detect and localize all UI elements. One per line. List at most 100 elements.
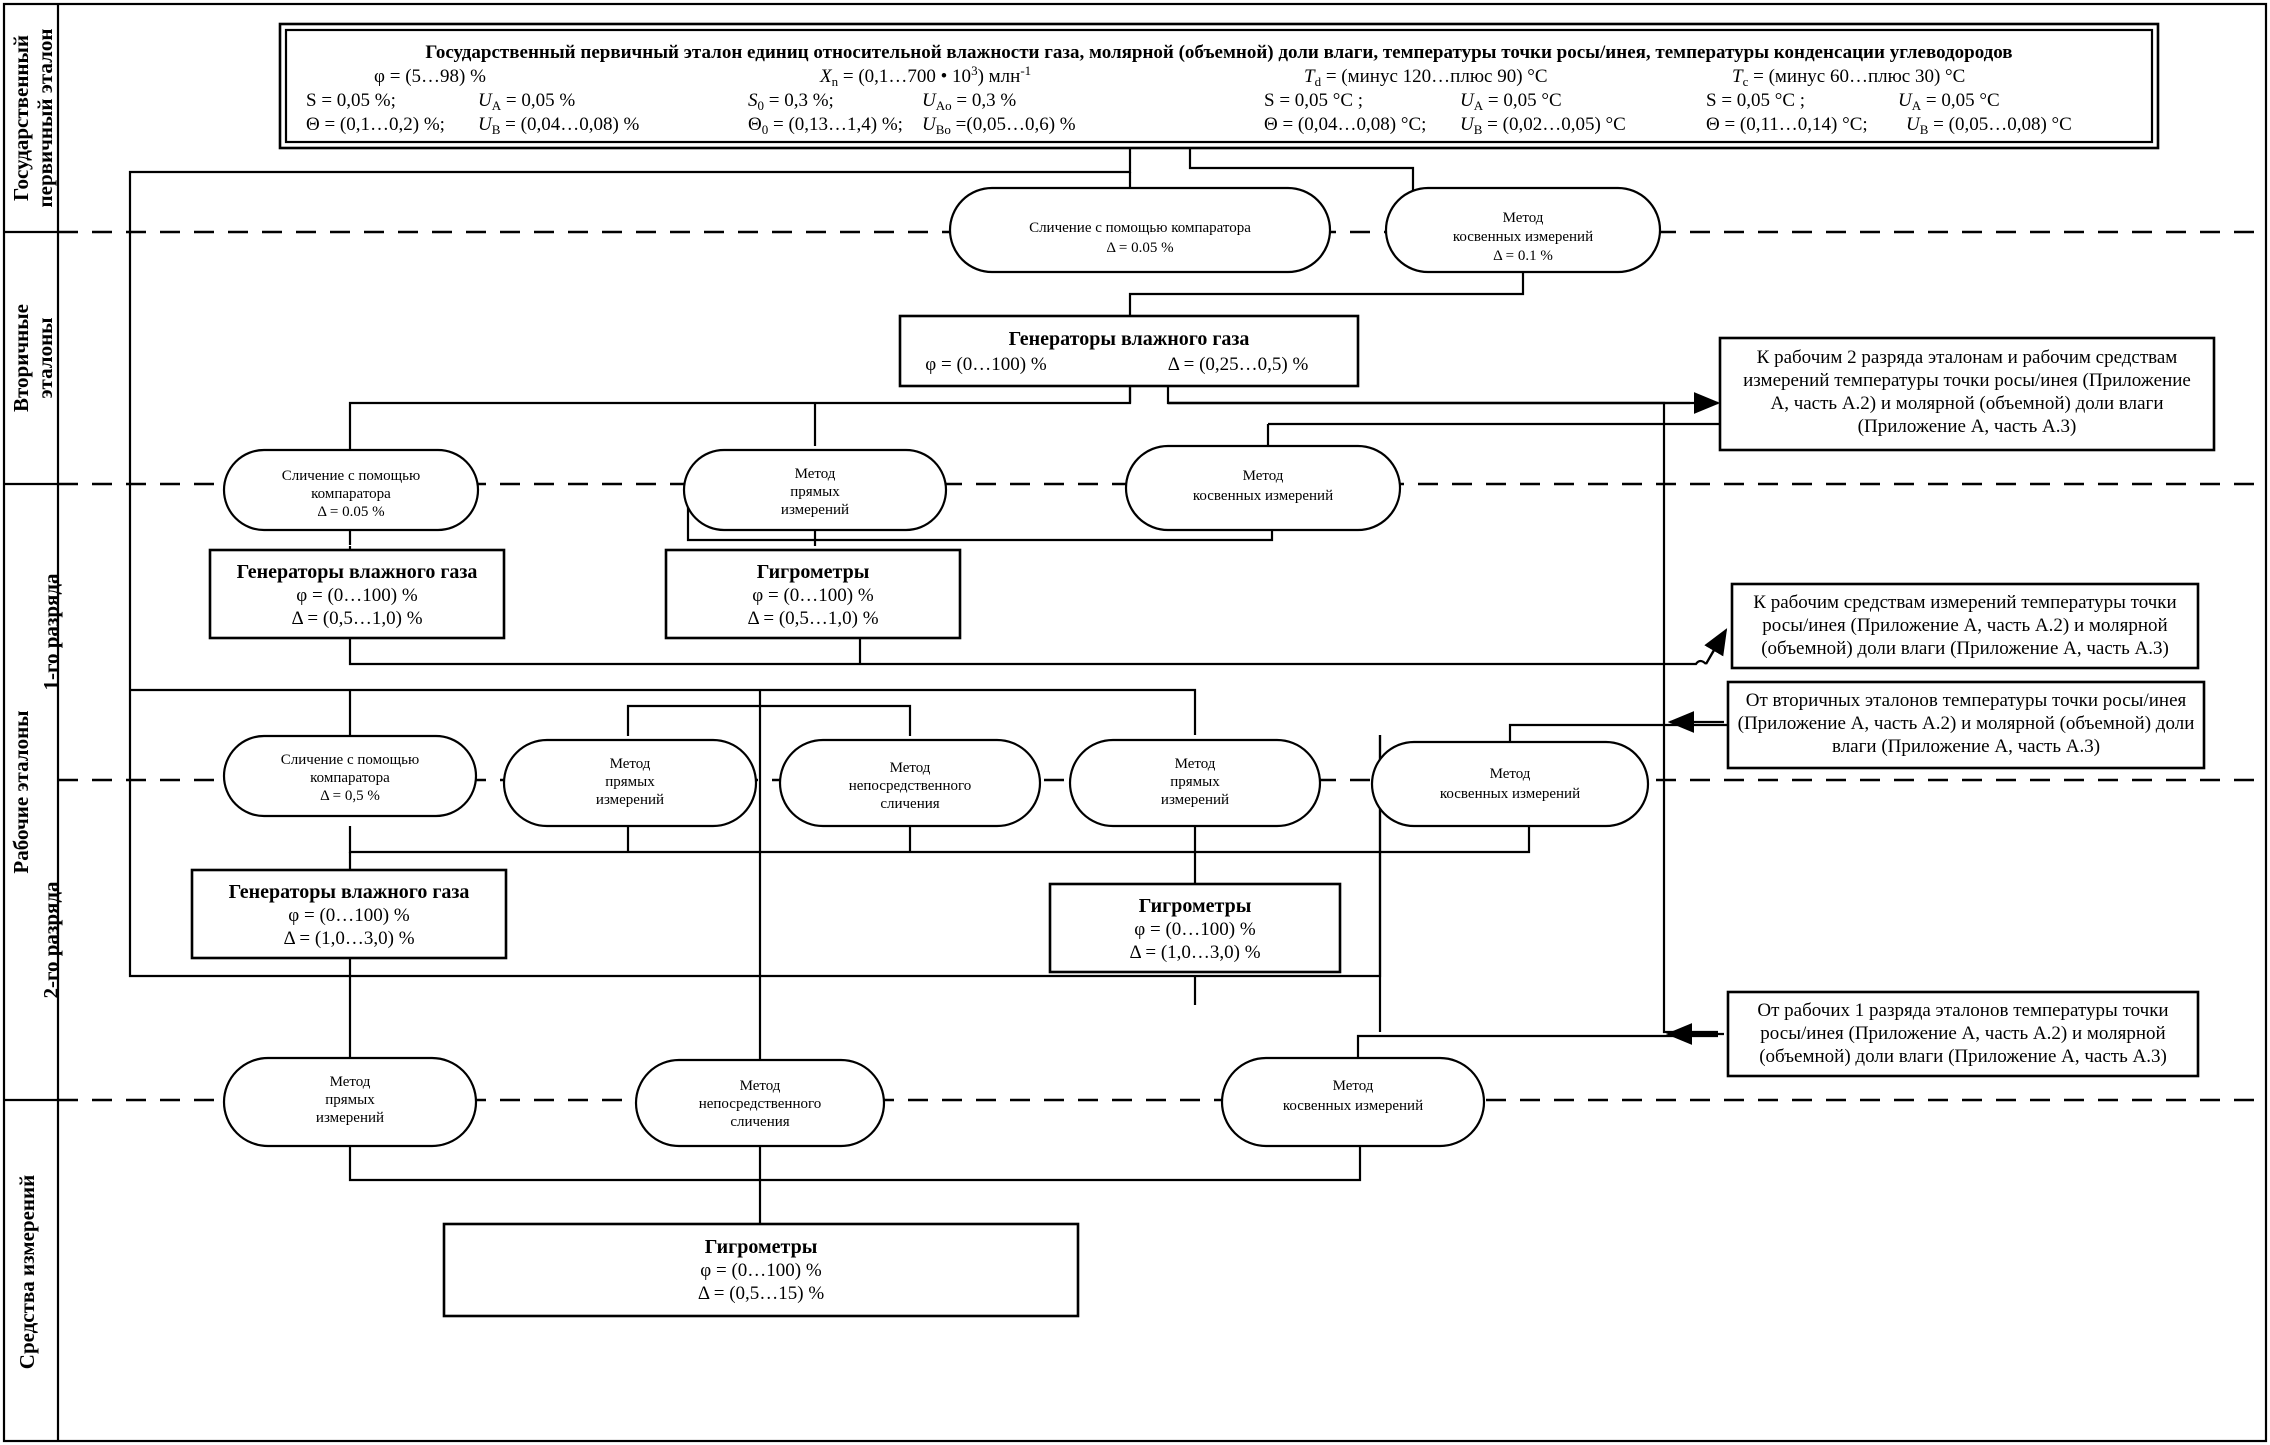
primary-ua-humidity: UA = 0,05 %: [478, 90, 575, 113]
primary-ua-molar: UAo = 0,3 %: [922, 90, 1016, 113]
secondary-indirect-oval: Метод косвенных измерений Δ = 0.1 %: [1384, 186, 1662, 274]
w2-direct1-label-1: Метод: [610, 756, 651, 772]
m-immediate-label-1: Метод: [740, 1078, 781, 1094]
band-label-secondary-2: эталоны: [33, 317, 57, 398]
note1-line2: измерений температуры точки росы/инея (П…: [1743, 370, 2191, 391]
band-label-primary-2: первичный эталон: [33, 29, 57, 208]
band-label-grade1: 1-го разряда: [39, 573, 63, 691]
primary-ua-condensation: UA = 0,05 °C: [1898, 90, 2000, 113]
final-hygrometers-title: Гигрометры: [705, 1236, 818, 1258]
m-indirect-label-1: Метод: [1333, 1078, 1374, 1094]
arrows: [1168, 392, 1728, 1045]
note1-line3: А, часть А.2) и молярной (объемной) доли…: [1770, 393, 2163, 414]
primary-theta-dewpoint: Θ = (0,04…0,08) °C;: [1264, 114, 1426, 135]
w1-generators-title: Генераторы влажного газа: [237, 561, 478, 583]
primary-theta-condensation: Θ = (0,11…0,14) °C;: [1706, 114, 1868, 135]
w2-immediate-label-1: Метод: [890, 760, 931, 776]
w1-generators-range: φ = (0…100) %: [296, 585, 418, 606]
note4-line2: росы/инея (Приложение А, часть А.2) и мо…: [1760, 1023, 2165, 1044]
primary-s-molar: S0 = 0,3 %;: [748, 90, 834, 113]
primary-range-molar: Xn = (0,1…700 • 103) млн-1: [819, 63, 1031, 89]
w2-comparator-label-1: Сличение с помощью: [281, 752, 419, 768]
w2-direct2-label-1: Метод: [1175, 756, 1216, 772]
primary-range-condensation: Tc = (минус 60…плюс 30) °C: [1732, 66, 1965, 89]
w1-direct-label-3: измерений: [781, 502, 849, 518]
w2-comparator-delta: Δ = 0,5 %: [320, 788, 380, 804]
w2-hygrometers-delta: Δ = (1,0…3,0) %: [1129, 942, 1260, 963]
m-direct-label-2: прямых: [325, 1092, 375, 1108]
final-hygrometers-box: Гигрометры φ = (0…100) % Δ = (0,5…15) %: [442, 1222, 1080, 1318]
w2-indirect-label-1: Метод: [1490, 766, 1531, 782]
w1-hygrometers-title: Гигрометры: [757, 561, 870, 583]
m-direct-oval: Метод прямых измерений: [222, 1056, 478, 1148]
w2-hygrometers-title: Гигрометры: [1139, 895, 1252, 917]
w1-generators-box: Генераторы влажного газа φ = (0…100) % Δ…: [208, 548, 506, 640]
m-indirect-label-2: косвенных измерений: [1283, 1098, 1423, 1114]
secondary-indirect-delta: Δ = 0.1 %: [1493, 248, 1553, 264]
w2-comparator-label-2: компаратора: [310, 770, 390, 786]
w1-comparator-delta: Δ = 0.05 %: [317, 504, 384, 520]
primary-s-humidity: S = 0,05 %;: [306, 90, 396, 111]
w2-direct2-label-2: прямых: [1170, 774, 1220, 790]
secondary-generators-delta: Δ = (0,25…0,5) %: [1168, 354, 1309, 375]
note1-line4: (Приложение А, часть А.3): [1858, 416, 2077, 437]
w2-generators-delta: Δ = (1,0…3,0) %: [283, 928, 414, 949]
primary-theta-molar: Θ0 = (0,13…1,4) %;: [748, 114, 903, 137]
w1-comparator-label-2: компаратора: [311, 486, 391, 502]
w2-generators-range: φ = (0…100) %: [288, 905, 410, 926]
w2-direct-oval-1: Метод прямых измерений: [502, 738, 758, 828]
w2-direct1-label-3: измерений: [596, 792, 664, 808]
note-to-grade2-box: К рабочим 2 разряда эталонам и рабочим с…: [1718, 336, 2216, 452]
w2-direct-oval-2: Метод прямых измерений: [1068, 738, 1322, 828]
secondary-indirect-label-1: Метод: [1503, 210, 1544, 226]
band-label-primary-1: Государственный: [9, 35, 33, 201]
w2-direct2-label-3: измерений: [1161, 792, 1229, 808]
w1-hygrometers-box: Гигрометры φ = (0…100) % Δ = (0,5…1,0) %: [664, 548, 962, 640]
note-from-grade1-box: От рабочих 1 разряда эталонов температур…: [1726, 990, 2200, 1078]
primary-ua-dewpoint: UA = 0,05 °C: [1460, 90, 1562, 113]
arrow-to-note2: [1704, 628, 1728, 665]
primary-standard-title: Государственный первичный эталон единиц …: [425, 42, 2012, 63]
secondary-generators-range: φ = (0…100) %: [925, 354, 1047, 375]
w2-hygrometers-box: Гигрометры φ = (0…100) % Δ = (1,0…3,0) %: [1048, 882, 1342, 974]
w2-immediate-label-3: сличения: [880, 796, 939, 812]
primary-s-condensation: S = 0,05 °C ;: [1706, 90, 1805, 111]
note2-line2: росы/инея (Приложение А, часть А.2) и мо…: [1762, 615, 2167, 636]
primary-ub-humidity: UB = (0,04…0,08) %: [478, 114, 640, 137]
w2-immediate-oval: Метод непосредственного сличения: [778, 738, 1042, 828]
primary-range-dewpoint: Td = (минус 120…плюс 90) °C: [1304, 66, 1548, 89]
w1-comparator-oval: Сличение с помощью компаратора Δ = 0.05 …: [222, 448, 480, 532]
band-label-secondary-1: Вторичные: [9, 304, 33, 412]
w2-hygrometers-range: φ = (0…100) %: [1134, 919, 1256, 940]
w1-hygrometers-delta: Δ = (0,5…1,0) %: [747, 608, 878, 629]
secondary-indirect-label-2: косвенных измерений: [1453, 229, 1593, 245]
w1-hygrometers-range: φ = (0…100) %: [752, 585, 874, 606]
note3-line2: (Приложение А, часть А.2) и молярной (об…: [1738, 713, 2195, 734]
note3-line3: влаги (Приложение А, часть А.3): [1832, 736, 2100, 757]
m-direct-label-3: измерений: [316, 1110, 384, 1126]
w1-comparator-label-1: Сличение с помощью: [282, 468, 420, 484]
w2-direct1-label-2: прямых: [605, 774, 655, 790]
band-label-instruments: Средства измерений: [15, 1175, 39, 1369]
w2-indirect-label-2: косвенных измерений: [1440, 786, 1580, 802]
m-immediate-oval: Метод непосредственного сличения: [634, 1058, 886, 1148]
w1-direct-oval: Метод прямых измерений: [682, 448, 948, 532]
m-indirect-oval: Метод косвенных измерений: [1220, 1056, 1486, 1148]
w1-indirect-label-2: косвенных измерений: [1193, 488, 1333, 504]
w2-comparator-oval: Сличение с помощью компаратора Δ = 0,5 %: [222, 734, 478, 818]
w2-immediate-label-2: непосредственного: [849, 778, 972, 794]
secondary-generators-title: Генераторы влажного газа: [1009, 328, 1250, 350]
primary-ub-dewpoint: UB = (0,02…0,05) °C: [1460, 114, 1626, 137]
note4-line1: От рабочих 1 разряда эталонов температур…: [1757, 1000, 2168, 1021]
w2-generators-box: Генераторы влажного газа φ = (0…100) % Δ…: [190, 868, 508, 960]
primary-ub-condensation: UB = (0,05…0,08) °C: [1906, 114, 2072, 137]
primary-theta-humidity: Θ = (0,1…0,2) %;: [306, 114, 445, 135]
note4-line3: (объемной) доли влаги (Приложение А, час…: [1759, 1046, 2167, 1067]
note1-line1: К рабочим 2 разряда эталонам и рабочим с…: [1757, 347, 2178, 368]
secondary-comparator-oval: Сличение с помощью компаратора Δ = 0.05 …: [948, 186, 1332, 274]
w2-generators-title: Генераторы влажного газа: [229, 881, 470, 903]
primary-ub-molar: UBo =(0,05…0,6) %: [922, 114, 1076, 137]
w1-indirect-oval: Метод косвенных измерений: [1124, 444, 1402, 532]
secondary-comparator-label: Сличение с помощью компаратора: [1029, 220, 1251, 236]
